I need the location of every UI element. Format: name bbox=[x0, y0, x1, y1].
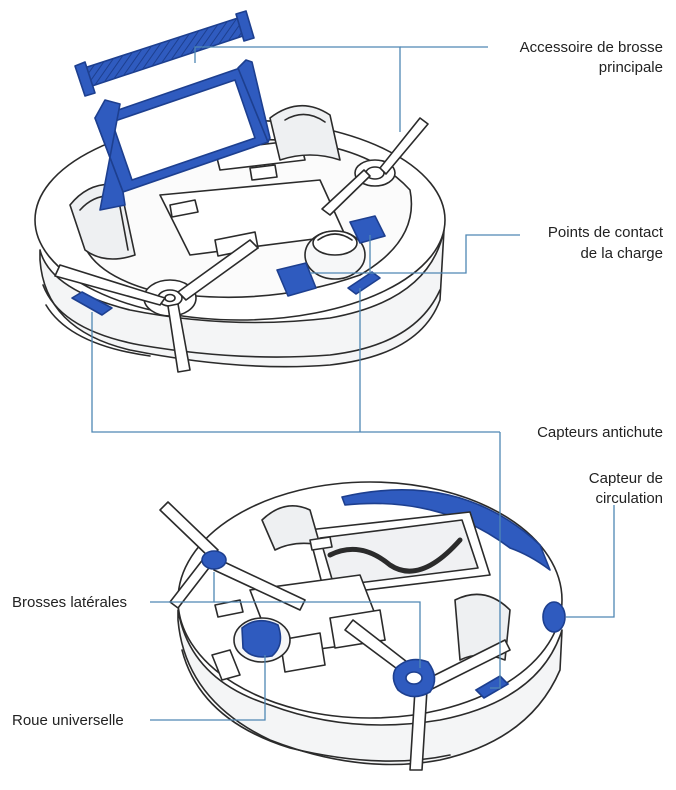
label-side-brushes: Brosses latérales bbox=[12, 594, 127, 611]
label-circulation-sensor-line2: circulation bbox=[595, 490, 663, 507]
label-charge-contacts-line2: de la charge bbox=[580, 245, 663, 262]
label-cliff-sensors: Capteurs antichute bbox=[537, 424, 663, 441]
label-universal-wheel: Roue universelle bbox=[12, 712, 124, 729]
label-charge-contacts-line1: Points de contact bbox=[548, 224, 664, 241]
label-circulation-sensor-line1: Capteur de bbox=[589, 470, 663, 487]
label-main-brush-line1: Accessoire de brosse bbox=[520, 39, 663, 56]
leader-lines bbox=[91, 46, 615, 721]
label-main-brush-line2: principale bbox=[599, 59, 663, 76]
callout-labels: Accessoire de brosse principale Points d… bbox=[12, 39, 664, 729]
main-brush-accessory bbox=[74, 10, 271, 211]
robot-bottom-view bbox=[159, 481, 563, 771]
